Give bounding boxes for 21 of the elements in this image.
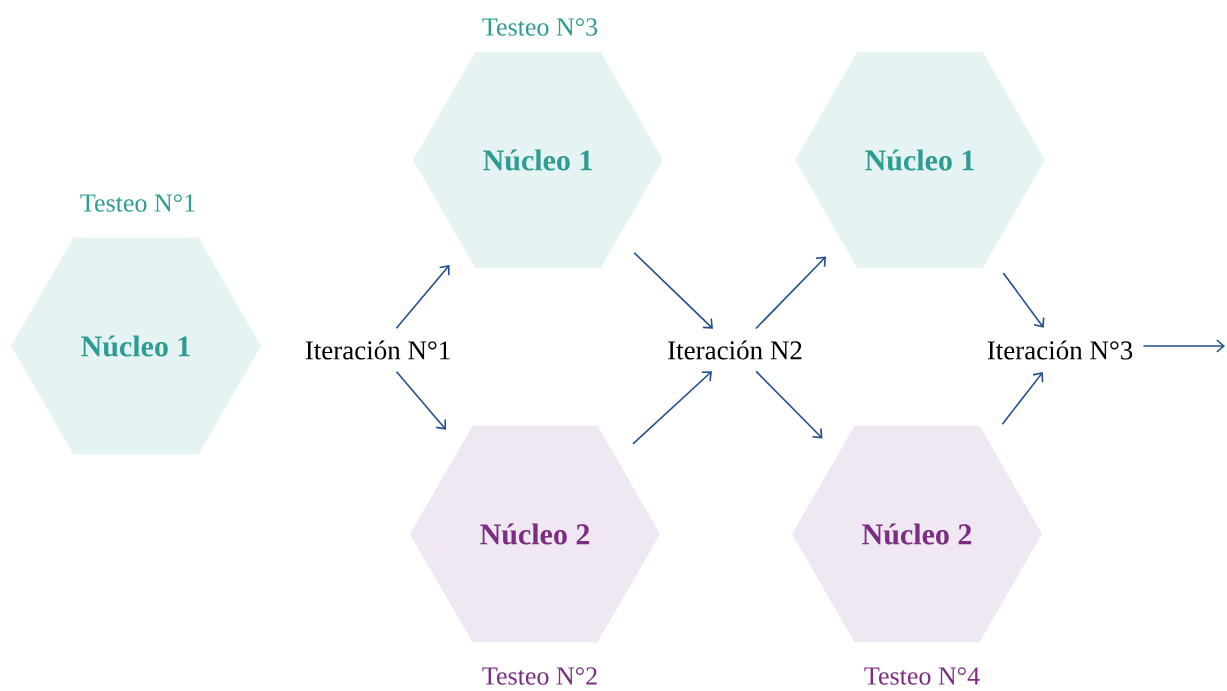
hexagon: Núcleo 1 <box>795 51 1045 269</box>
arrow <box>395 265 450 329</box>
caption-text: Testeo N°4 <box>864 667 980 685</box>
hexagon: Núcleo 1 <box>413 51 663 269</box>
hexagon: Núcleo 1 <box>11 237 261 455</box>
arrow <box>755 370 823 439</box>
arrow <box>1142 339 1225 353</box>
caption-text: Testeo N°3 <box>482 18 598 36</box>
arrow <box>755 256 827 330</box>
arrow <box>632 371 713 445</box>
hexagon: Núcleo 2 <box>792 425 1042 643</box>
arrow <box>633 252 713 329</box>
iteration-label: Iteración N°1 <box>305 340 450 360</box>
hexagon: Núcleo 2 <box>410 425 660 643</box>
caption-text: Testeo N°1 <box>80 194 195 212</box>
caption-text: Testeo N°2 <box>482 667 597 685</box>
iteration-label: Iteración N2 <box>668 340 802 360</box>
arrow <box>395 371 447 430</box>
iteration-label: Iteración N°3 <box>987 340 1133 360</box>
arrow <box>1002 272 1045 328</box>
arrow <box>1001 372 1044 425</box>
